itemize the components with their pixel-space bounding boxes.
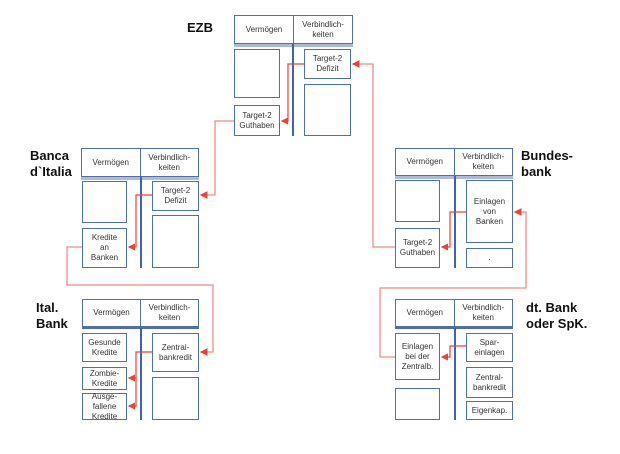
ital-bank-liability-empty [152,377,199,420]
assets-header: Vermögen [406,308,443,317]
ezb-liability-empty [304,84,351,136]
ital-bank-ausgefallene-kredite: Ausge- fallene Kredite [82,392,127,421]
bundesbank-einlagen-von-banken: Einlagen von Banken [466,180,513,243]
connector-ezb-to-banca-italia [199,120,234,199]
banca-italia-balance-header: Vermögen Verbindlich- keiten [81,148,199,177]
liabilities-header: Verbindlich- keiten [453,300,513,326]
bundesbank-liability-other: . [466,248,513,268]
connector-banca-italia-internal [127,194,152,251]
ital-bank-gesunde-kredite: Gesunde Kredite [82,333,127,362]
ital-bank-zentralbankredit: Zentral- bankredit [152,333,199,372]
connector-dtbank-to-bundesbank [379,208,527,358]
bundesbank-balance-header: Vermögen Verbindlich- keiten [395,148,513,176]
connector-ezb-internal [280,63,304,125]
ezb-target2-guthaben: Target-2 Guthaben [234,105,280,136]
bundesbank-asset-empty [395,180,440,222]
dt-bank-title: dt. Bank oder SpK. [526,300,588,331]
balance-divider [292,44,294,136]
header-underline [234,44,353,47]
balance-divider [454,328,456,420]
liabilities-header: Verbindlich- keiten [140,300,198,326]
liabilities-header: Verbindlich- keiten [139,149,199,176]
connector-bundesbank-to-ezb [351,60,395,248]
liabilities-header: Verbindlich- keiten [453,149,513,175]
connector-dtbank-internal [440,345,466,361]
assets-header: Vermögen [245,24,283,34]
balance-divider [140,177,142,268]
connector-banca-italia-to-ital-bank [66,246,214,356]
bundesbank-target2-guthaben: Target-2 Guthaben [395,228,440,268]
ital-bank-zombie-kredite: Zombie- Kredite [82,367,127,390]
dt-bank-einlagen-bei-der-zentralbank: Einlagen bei der Zentralb. [395,333,440,380]
ezb-target2-defizit: Target-2 Defizit [304,49,351,79]
ezb-balance-header: Vermögen Verbindlich- keiten [234,15,353,44]
banca-italia-asset-empty [82,181,127,223]
ital-bank-balance-header: Vermögen Verbindlich- keiten [82,299,199,327]
connector-ital-bank-ausgefallen [127,378,137,410]
dt-bank-asset-empty [395,388,440,420]
ital-bank-title: Ital. Bank [36,300,68,331]
dt-bank-spareinlagen: Spar- einlagen [466,333,513,362]
dt-bank-zentralbankredit: Zentral- bankredit [466,367,513,398]
connector-ital-bank-zombie [127,351,152,382]
ezb-title: EZB [187,20,213,35]
banca-italia-title: Banca d`Italia [30,148,72,179]
dt-bank-balance-header: Vermögen Verbindlich- keiten [395,299,513,327]
banca-italia-target2-defizit: Target-2 Defizit [152,181,199,211]
assets-header: Vermögen [406,157,443,166]
banca-italia-liability-empty [152,215,199,268]
assets-header: Vermögen [93,308,130,317]
connector-bundesbank-internal [440,211,466,251]
liabilities-header: Verbindlich- keiten [293,16,352,43]
assets-header: Vermögen [92,157,129,167]
ezb-asset-empty [234,49,280,98]
balance-divider [454,176,456,268]
dt-bank-eigenkapital: Eigenkap. [466,401,513,420]
balance-divider [140,328,142,420]
banca-italia-kredite-an-banken: Kredite an Banken [82,228,127,268]
bundesbank-title: Bundes- bank [521,148,573,179]
